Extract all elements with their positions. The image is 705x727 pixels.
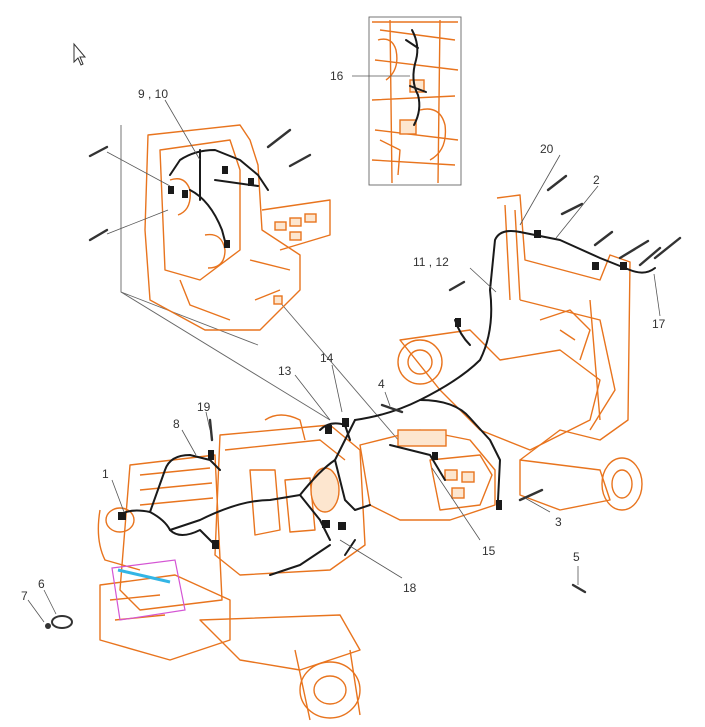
callout-16: 16: [330, 69, 344, 83]
callout-11-12: 11 , 12: [413, 255, 449, 269]
callout-leaders: [27, 75, 661, 623]
callout-5: 5: [573, 550, 580, 564]
callout-17: 17: [652, 317, 666, 331]
callout-labels: 1 2 3 4 5 6 7 8 9 , 10 11 , 12 13 14 15 …: [21, 69, 666, 603]
cursor-arrow-icon: [73, 42, 87, 66]
callout-7: 7: [21, 589, 28, 603]
callout-9-10: 9 , 10: [138, 87, 168, 101]
callout-14: 14: [320, 351, 334, 365]
detail-inset-9-10: [88, 124, 401, 443]
callout-3: 3: [555, 515, 562, 529]
callout-18: 18: [403, 581, 417, 595]
callout-1: 1: [102, 467, 109, 481]
callout-8: 8: [173, 417, 180, 431]
battery-terminal-strip: [117, 568, 171, 584]
callout-4: 4: [378, 377, 385, 391]
callout-19: 19: [197, 400, 211, 414]
callout-2: 2: [593, 173, 600, 187]
callout-6: 6: [38, 577, 45, 591]
callout-20: 20: [540, 142, 554, 156]
callout-15: 15: [482, 544, 496, 558]
loose-fasteners: [45, 174, 682, 629]
battery-outline: [111, 559, 186, 621]
main-wiring-harness: [118, 230, 656, 576]
callout-13: 13: [278, 364, 292, 378]
detail-inset-16: [368, 16, 462, 186]
